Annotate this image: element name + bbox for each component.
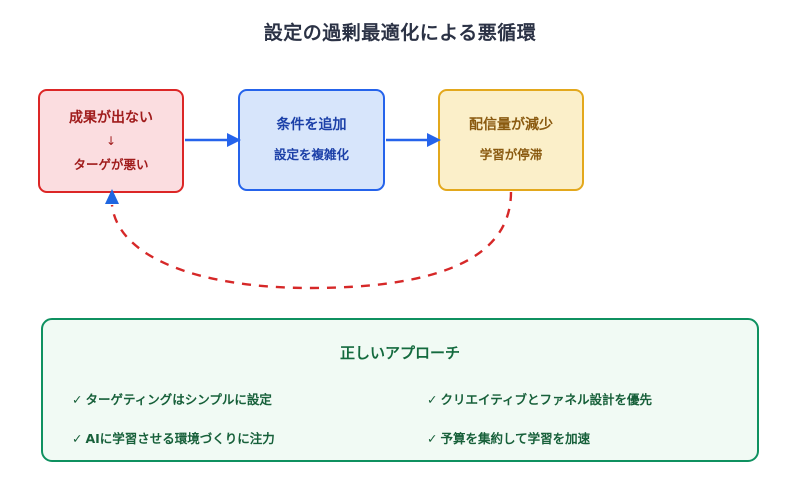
flow-box-delivery-drop-sub: 学習が停滞 [479,147,543,163]
down-arrow-icon: ↓ [105,134,117,149]
flow-box-problem[interactable]: 成果が出ない ↓ ターゲが悪い [38,89,184,193]
approach-column-right: ✓クリエイティブとファネル設計を優先 ✓予算を集約して学習を加速 [400,389,757,467]
flow-box-delivery-drop[interactable]: 配信量が減少 学習が停滞 [438,89,584,191]
approach-item-label: ターゲティングはシンプルに設定 [85,392,272,407]
check-icon: ✓ [72,392,83,407]
arrow-add-conditions-to-delivery-drop [386,133,441,147]
flow-box-add-conditions-main: 条件を追加 [276,117,347,134]
feedback-loop-connector [105,189,513,290]
arrow-problem-to-add-conditions [185,133,241,147]
approach-item: ✓ターゲティングはシンプルに設定 [72,389,400,408]
approach-item: ✓クリエイティブとファネル設計を優先 [427,389,757,408]
approach-panel: 正しいアプローチ ✓ターゲティングはシンプルに設定 ✓AIに学習させる環境づくり… [41,318,759,462]
approach-title: 正しいアプローチ [339,344,460,362]
page-title: 設定の過剰最適化による悪循環 [263,22,537,44]
approach-column-left: ✓ターゲティングはシンプルに設定 ✓AIに学習させる環境づくりに注力 [43,389,400,467]
flow-box-add-conditions[interactable]: 条件を追加 設定を複雑化 [238,89,385,191]
check-icon: ✓ [72,431,83,446]
check-icon: ✓ [427,392,438,407]
flow-box-add-conditions-sub: 設定を複雑化 [273,147,349,163]
approach-item-label: 予算を集約して学習を加速 [440,431,591,446]
approach-item: ✓予算を集約して学習を加速 [427,428,757,447]
approach-item-label: AIに学習させる環境づくりに注力 [85,431,275,446]
approach-columns: ✓ターゲティングはシンプルに設定 ✓AIに学習させる環境づくりに注力 ✓クリエイ… [43,389,757,467]
flow-box-problem-main: 成果が出ない [69,109,153,126]
flow-box-problem-sub: ターゲが悪い [73,156,149,172]
approach-item: ✓AIに学習させる環境づくりに注力 [72,428,400,447]
approach-item-label: クリエイティブとファネル設計を優先 [440,392,652,407]
flow-box-delivery-drop-main: 配信量が減少 [469,117,553,134]
check-icon: ✓ [427,431,438,446]
